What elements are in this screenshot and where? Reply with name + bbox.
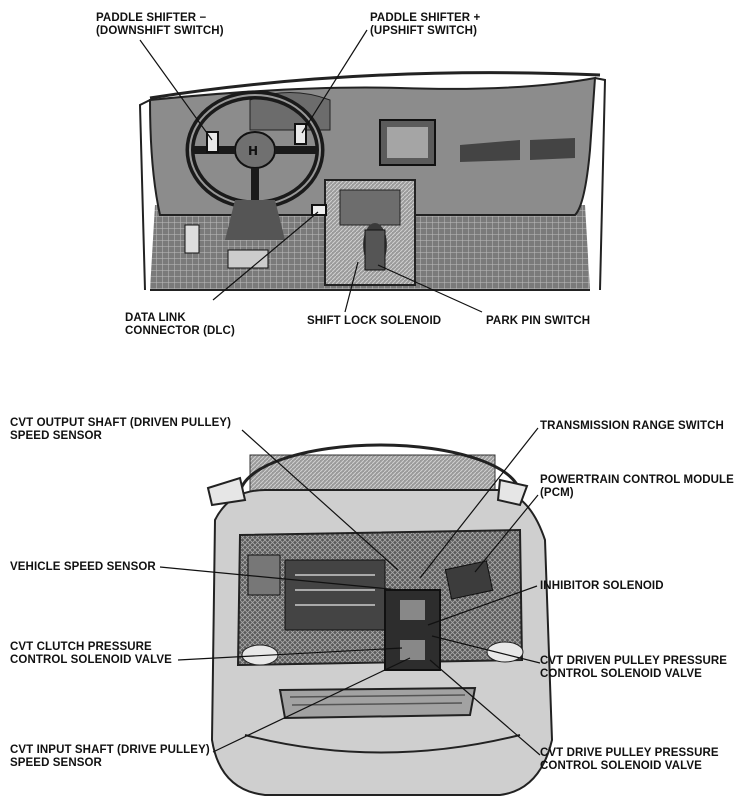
paddle-shifter-upshift-label: PADDLE SHIFTER + (UPSHIFT SWITCH): [370, 12, 481, 37]
cvt-driven-pulley-pressure-solenoid-label: CVT DRIVEN PULLEY PRESSURE CONTROL SOLEN…: [540, 655, 728, 680]
cvt-clutch-pressure-solenoid-label: CVT CLUTCH PRESSURE CONTROL SOLENOID VAL…: [10, 641, 172, 666]
paddle-shifter-downshift-label: PADDLE SHIFTER − (DOWNSHIFT SWITCH): [96, 12, 224, 37]
park-pin-switch-label: PARK PIN SWITCH: [486, 315, 591, 327]
leader-lines: [139, 29, 541, 756]
powertrain-control-module-label: POWERTRAIN CONTROL MODULE (PCM): [540, 474, 734, 499]
dashboard-illustration: H: [138, 71, 607, 291]
cvt-drive-pulley-pressure-solenoid-label: CVT DRIVE PULLEY PRESSURE CONTROL SOLENO…: [540, 747, 719, 772]
cvt-output-shaft-speed-sensor-label: CVT OUTPUT SHAFT (DRIVEN PULLEY) SPEED S…: [10, 417, 232, 442]
svg-text:H: H: [248, 144, 258, 158]
shift-lock-solenoid-label: SHIFT LOCK SOLENOID: [307, 315, 442, 327]
transmission-range-switch-label: TRANSMISSION RANGE SWITCH: [540, 420, 724, 432]
engine-bay-illustration: [206, 443, 554, 796]
inhibitor-solenoid-label: INHIBITOR SOLENOID: [540, 580, 664, 592]
vehicle-speed-sensor-label: VEHICLE SPEED SENSOR: [10, 561, 156, 573]
cvt-input-shaft-speed-sensor-label: CVT INPUT SHAFT (DRIVE PULLEY) SPEED SEN…: [10, 744, 210, 769]
data-link-connector-label: DATA LINK CONNECTOR (DLC): [125, 312, 235, 337]
